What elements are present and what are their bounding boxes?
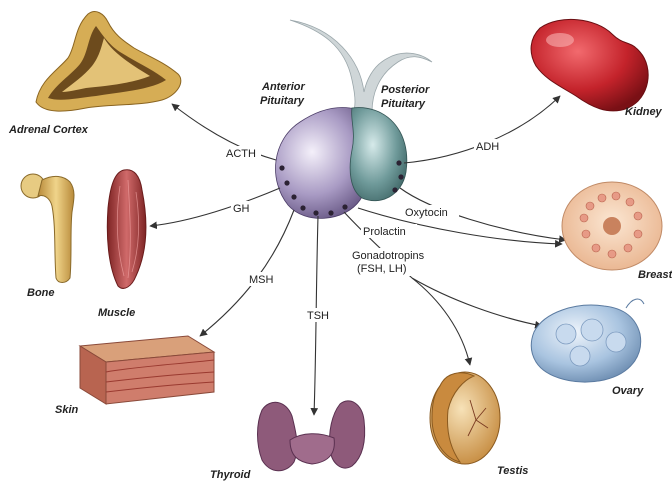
- testis-label: Testis: [497, 465, 528, 477]
- bone-illustration: [21, 174, 74, 283]
- adh-label: ADH: [476, 141, 499, 153]
- posterior-pituitary-label-1: Posterior: [381, 84, 430, 96]
- gh-label: GH: [233, 203, 250, 215]
- adrenal-cortex-illustration: [36, 12, 181, 112]
- breast-label: Breast: [638, 269, 672, 281]
- ovary-label: Ovary: [612, 385, 644, 397]
- anterior-pituitary-label-2: Pituitary: [260, 95, 305, 107]
- gonadotropins-label-1: Gonadotropins: [352, 250, 425, 262]
- muscle-label: Muscle: [98, 307, 135, 319]
- gonadotropins-label-2: (FSH, LH): [357, 263, 407, 275]
- gonadotropins-testis-arrow: [412, 278, 470, 365]
- kidney-illustration: [531, 19, 648, 110]
- tsh-label: TSH: [307, 310, 329, 322]
- gonadotropins-ovary-arrow: [412, 278, 542, 326]
- adrenal-cortex-label: Adrenal Cortex: [8, 124, 89, 136]
- gh-arrow: [150, 188, 280, 226]
- ovary-illustration: [531, 299, 644, 382]
- thyroid-illustration: [258, 401, 365, 471]
- bone-label: Bone: [27, 287, 55, 299]
- breast-illustration: [562, 182, 662, 270]
- skin-label: Skin: [55, 404, 79, 416]
- pituitary-gland: [276, 20, 433, 218]
- oxytocin-label: Oxytocin: [405, 207, 448, 219]
- prolactin-label: Prolactin: [363, 226, 406, 238]
- testis-illustration: [430, 372, 500, 464]
- kidney-label: Kidney: [625, 106, 663, 118]
- acth-label: ACTH: [226, 148, 256, 160]
- skin-illustration: [80, 336, 214, 404]
- thyroid-label: Thyroid: [210, 469, 251, 481]
- anterior-pituitary-label-1: Anterior: [261, 81, 306, 93]
- msh-label: MSH: [249, 274, 274, 286]
- posterior-lobe: [350, 108, 407, 201]
- muscle-illustration: [107, 170, 146, 289]
- posterior-pituitary-label-2: Pituitary: [381, 98, 426, 110]
